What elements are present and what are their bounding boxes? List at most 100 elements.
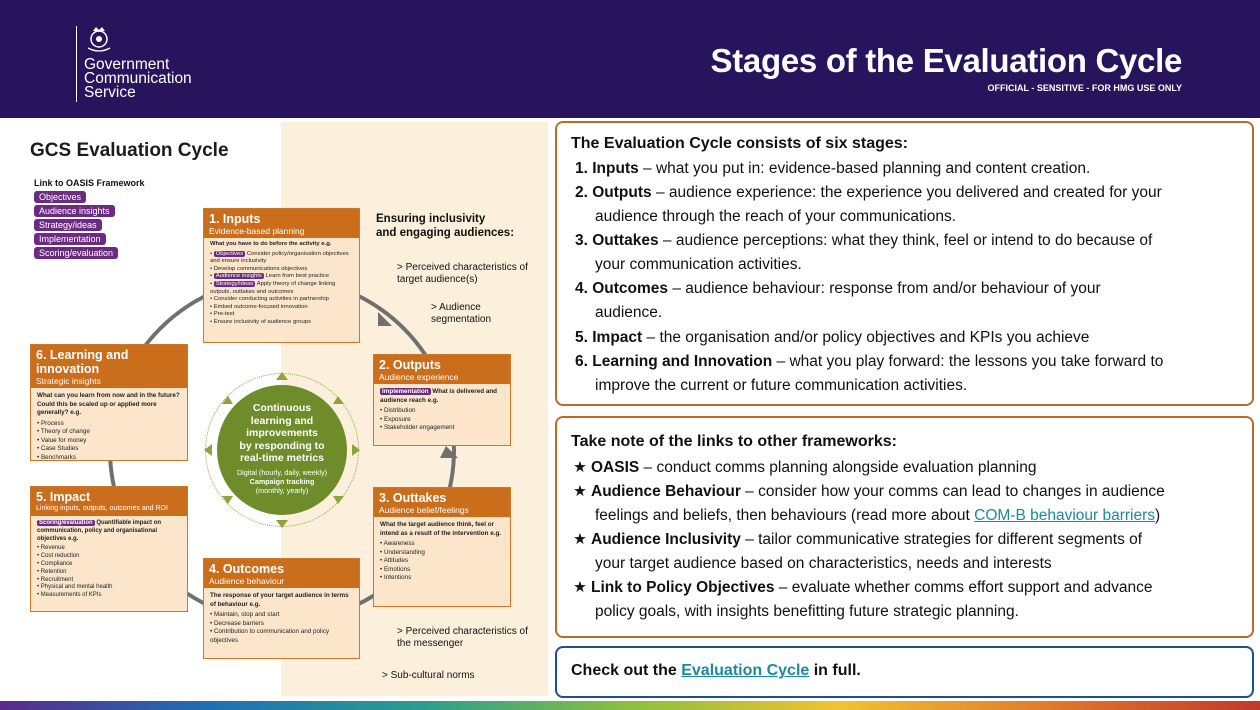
stage-bullet: Measurements of KPIs [37,592,181,600]
stage-bullet: Exposure [380,416,504,425]
star-icon: ★ [573,483,587,500]
stage-item: 2. Outputs – audience experience: the ex… [575,184,1162,201]
stage-bullet: Value for money [37,437,181,446]
stage-bullet: Pre-test [210,311,353,319]
framework-item: ★Audience Inclusivity – tailor communica… [573,528,1142,552]
stage-bullet: Attitudes [380,557,504,566]
continuous-learning-hub: Continuous learning and improvements by … [217,385,347,515]
stage-item: 1. Inputs – what you put in: evidence-ba… [575,160,1091,177]
brand-line: Communication [84,70,192,87]
stage-bullet: Distribution [380,407,504,416]
stage-bullet: Physical and mental health [37,584,181,592]
stage-name: 6. Learning and innovation [36,348,129,376]
diagram-title: GCS Evaluation Cycle [30,140,229,161]
stage-bullet: Maintain, stop and start [210,611,353,620]
stage-bullet: Benchmarks [37,454,181,463]
stage-question: Implementation What is delivered and aud… [380,388,498,404]
stage-subtitle: Linking inputs, outputs, outcomes and RO… [36,505,168,512]
hub-title-line: learning and [250,414,314,427]
stage-bullet: Develop communications objectives [210,266,353,274]
six-stages-heading: The Evaluation Cycle consists of six sta… [571,135,908,152]
checkout-box [555,646,1254,698]
framework-item-cont: policy goals, with insights benefitting … [595,603,1019,620]
stage-item: 3. Outtakes – audience perceptions: what… [575,232,1153,249]
oasis-tag-implementation: Implementation [34,233,106,245]
stage-bullet: Stakeholder engagement [380,424,504,433]
stage-bullet: Audience insights Learn from best practi… [210,273,353,281]
six-stages-box [555,121,1254,406]
brand-line: Service [84,84,136,101]
framework-item: ★Link to Policy Objectives – evaluate wh… [573,576,1152,600]
stage-bullet: Emotions [380,566,504,575]
stage-item: 5. Impact – the organisation and/or poli… [575,329,1090,346]
hub-title-line: improvements [246,427,318,439]
stage-subtitle: Audience belief/feelings [379,505,469,515]
rainbow-footer-bar [0,701,1260,710]
stage-question: The response of your target audience in … [210,592,349,608]
note-perceived-target: > Perceived characteristics of target au… [397,262,528,285]
stage-name: 3. Outtakes [379,491,447,505]
stage-bullet: Revenue [37,545,181,553]
stage-bullet: Strategy/ideas Apply theory of change li… [210,280,353,296]
stage-subtitle: Evidence-based planning [209,226,305,236]
stage-subtitle: Audience experience [379,372,459,382]
hub-title-line: by responding to [239,439,325,452]
stage-bullet: Understanding [380,549,504,558]
star-icon: ★ [573,579,587,596]
stage-name: 5. Impact [36,490,91,504]
stage-bullet: Recruitment [37,577,181,585]
stage-item-cont: your communication activities. [595,256,802,273]
stage-name: 2. Outputs [379,358,441,372]
stage-name: 4. Outcomes [209,562,285,576]
stage-bullet: Compliance [37,561,181,569]
security-classification: OFFICIAL - SENSITIVE - FOR HMG USE ONLY [987,83,1182,93]
frameworks-heading: Take note of the links to other framewor… [571,433,897,450]
star-icon: ★ [573,459,587,476]
stage-bullet: Process [37,420,181,429]
stage-item-cont: audience. [595,304,663,321]
oasis-tag-strategy: Strategy/ideas [34,219,102,231]
gcs-logo-text: Government Communication Service [84,56,192,101]
stage-subtitle: Audience behaviour [209,576,285,586]
hub-digital: Digital (hourly, daily, weekly) [236,467,327,477]
com-b-link[interactable]: COM-B behaviour barriers [974,507,1156,524]
stage-item-cont: audience through the reach of your commu… [595,208,957,225]
stage-question: What can you learn from now and in the f… [37,392,180,416]
hub-title-line: Continuous [252,402,312,414]
stage-question: Scoring/evaluation Quantifiable impact o… [37,520,162,542]
note-segmentation: > Audience segmentation [431,302,492,325]
royal-crest-icon [87,27,111,52]
evaluation-cycle-link[interactable]: Evaluation Cycle [681,662,810,679]
stage-bullet: Theory of change [37,428,181,437]
stage-bullet: Intentions [380,574,504,583]
oasis-heading: Link to OASIS Framework [34,178,145,188]
stage-bullet: Awareness [380,540,504,549]
framework-item-cont: feelings and beliefs, then behaviours (r… [595,507,1161,524]
oasis-tag-audience-insights: Audience insights [34,205,115,217]
stage-question: What you have to do before the activity … [210,241,332,247]
stage-bullet: Case Studies [37,445,181,454]
stage-item-cont: improve the current or future communicat… [595,377,968,394]
page-title: Stages of the Evaluation Cycle [710,42,1183,79]
stage-bullet: Embed outcome-focused innovation [210,304,353,312]
inclusivity-heading-line: Ensuring inclusivity [376,213,486,225]
oasis-tag-scoring: Scoring/evaluation [34,247,119,259]
stage-bullet: Contribution to communication and policy… [210,628,353,645]
hub-campaign: Campaign tracking [249,476,315,486]
stage-bullet: Retention [37,569,181,577]
brand-divider [76,26,77,102]
stage-bullet: Objectives Consider policy/organisation … [210,250,353,266]
hub-arrow-icons [204,372,360,528]
inclusivity-heading: Ensuring inclusivity and engaging audien… [376,212,514,240]
brand-line: Government [84,56,170,73]
framework-item: ★Audience Behaviour – consider how your … [573,480,1165,504]
framework-item: ★OASIS – conduct comms planning alongsid… [573,456,1036,480]
header-banner: Government Communication Service Stages … [0,0,1260,118]
stage-bullet: Ensure inclusivity of audience groups [210,319,353,327]
frameworks-box [555,416,1254,638]
